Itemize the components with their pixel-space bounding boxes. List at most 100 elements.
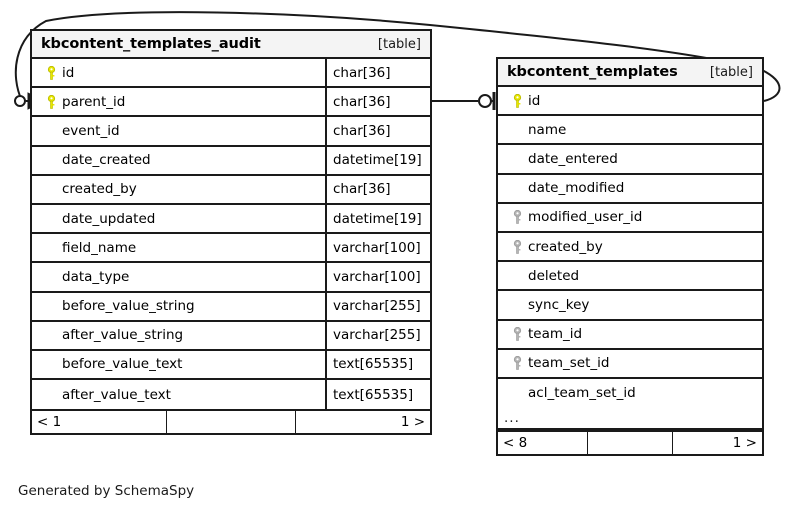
column-list: id char[36] parent_id ch xyxy=(32,59,430,410)
pager-middle-cell xyxy=(165,411,296,434)
column-type: datetime[19] xyxy=(325,204,430,233)
primary-key-icon xyxy=(506,93,528,108)
column-name: date_updated xyxy=(62,210,156,227)
column-name: created_by xyxy=(62,181,137,198)
foreign-key-icon xyxy=(506,327,528,341)
table-row[interactable]: parent_id char[36] xyxy=(32,88,430,118)
table-row[interactable]: date_modified xyxy=(498,175,762,204)
column-name-cell: before_value_string xyxy=(32,293,325,320)
column-name-cell: modified_user_id xyxy=(498,204,762,231)
foreign-key-icon xyxy=(506,239,528,254)
table-row[interactable]: after_value_text text[65535] xyxy=(32,380,430,410)
column-name: before_value_string xyxy=(62,298,195,315)
table-row[interactable]: before_value_string varchar[255] xyxy=(32,292,430,322)
primary-key-icon xyxy=(40,65,62,80)
table-kind-label: [table] xyxy=(709,64,753,80)
column-name-cell: id xyxy=(32,59,325,86)
column-name: created_by xyxy=(528,238,603,255)
column-name: date_created xyxy=(62,152,151,169)
table-title: kbcontent_templates_audit xyxy=(41,36,261,52)
column-name-cell: deleted xyxy=(498,262,762,289)
column-name: modified_user_id xyxy=(528,209,643,226)
column-name: acl_team_set_id xyxy=(528,385,636,402)
pager-prev-button[interactable]: < 1 xyxy=(37,414,62,431)
column-name: parent_id xyxy=(62,93,126,110)
pager-next-button[interactable]: 1 > xyxy=(295,411,430,434)
foreign-key-icon xyxy=(506,210,528,225)
truncated-columns-indicator: ... xyxy=(498,408,762,431)
table-row[interactable]: date_created datetime[19] xyxy=(32,146,430,176)
pager-prev-button[interactable]: < 8 xyxy=(503,435,528,452)
column-name-cell: created_by xyxy=(32,176,325,203)
column-name-cell: field_name xyxy=(32,234,325,261)
column-name-cell: team_id xyxy=(498,321,762,348)
column-name-cell: date_updated xyxy=(32,205,325,232)
column-type: char[36] xyxy=(325,175,430,203)
column-name: deleted xyxy=(528,267,580,284)
column-name: data_type xyxy=(62,268,130,285)
column-name: team_id xyxy=(528,326,583,343)
column-name: team_set_id xyxy=(528,355,610,372)
table-pager: < 1 1 > xyxy=(32,409,430,434)
column-name: date_entered xyxy=(528,150,618,167)
table-row[interactable]: after_value_string varchar[255] xyxy=(32,321,430,351)
column-type: text[65535] xyxy=(325,350,430,379)
column-name-cell: id xyxy=(498,87,762,114)
column-name: event_id xyxy=(62,122,120,139)
column-name: before_value_text xyxy=(62,356,183,373)
column-type: varchar[100] xyxy=(325,263,430,291)
table-row[interactable]: modified_user_id xyxy=(498,204,762,233)
column-name-cell: date_modified xyxy=(498,175,762,202)
column-type: text[65535] xyxy=(325,380,430,410)
pager-next-button[interactable]: 1 > xyxy=(672,432,762,455)
table-row[interactable]: acl_team_set_id xyxy=(498,379,762,408)
table-row[interactable]: before_value_text text[65535] xyxy=(32,350,430,381)
table-row[interactable]: sync_key xyxy=(498,291,762,321)
table-row[interactable]: name xyxy=(498,116,762,146)
column-name-cell: event_id xyxy=(32,117,325,144)
primary-key-icon xyxy=(40,94,62,109)
table-kbcontent-templates[interactable]: kbcontent_templates [table] id xyxy=(496,57,764,457)
table-row[interactable]: team_set_id xyxy=(498,350,762,379)
relationship-straight-audit-parent-id-to-templates-id xyxy=(432,92,496,110)
table-header-kbcontent-templates-audit: kbcontent_templates_audit [table] xyxy=(32,31,430,59)
column-type: varchar[255] xyxy=(325,292,430,320)
table-header-kbcontent-templates: kbcontent_templates [table] xyxy=(498,59,762,87)
column-type: varchar[100] xyxy=(325,234,430,262)
table-row[interactable]: date_updated datetime[19] xyxy=(32,204,430,235)
column-type: char[36] xyxy=(325,88,430,116)
column-name-cell: name xyxy=(498,116,762,143)
column-name-cell: created_by xyxy=(498,233,762,260)
table-row[interactable]: id xyxy=(498,87,762,117)
table-row[interactable]: created_by xyxy=(498,233,762,263)
column-name: date_modified xyxy=(528,180,625,197)
table-row[interactable]: team_id xyxy=(498,321,762,350)
column-name-cell: date_created xyxy=(32,147,325,174)
table-row[interactable]: field_name varchar[100] xyxy=(32,234,430,264)
table-row[interactable]: event_id char[36] xyxy=(32,117,430,147)
column-list: id name date_entered date_modified xyxy=(498,87,762,408)
column-name: after_value_string xyxy=(62,327,184,344)
table-kbcontent-templates-audit[interactable]: kbcontent_templates_audit [table] id xyxy=(30,29,432,436)
table-row[interactable]: id char[36] xyxy=(32,59,430,89)
column-name-cell: sync_key xyxy=(498,291,762,318)
column-name-cell: date_entered xyxy=(498,145,762,172)
table-row[interactable]: date_entered xyxy=(498,145,762,175)
column-name-cell: before_value_text xyxy=(32,351,325,378)
column-name: field_name xyxy=(62,239,137,256)
column-name-cell: after_value_text xyxy=(32,380,325,409)
table-row[interactable]: deleted xyxy=(498,262,762,292)
column-type: char[36] xyxy=(325,117,430,145)
column-name: name xyxy=(528,121,567,138)
column-type: varchar[255] xyxy=(325,321,430,349)
column-name: after_value_text xyxy=(62,386,171,403)
column-name-cell: team_set_id xyxy=(498,350,762,377)
column-name: id xyxy=(528,92,541,109)
column-name-cell: acl_team_set_id xyxy=(498,379,762,408)
table-row[interactable]: created_by char[36] xyxy=(32,175,430,205)
table-row[interactable]: data_type varchar[100] xyxy=(32,263,430,293)
column-name: id xyxy=(62,64,75,81)
column-name-cell: parent_id xyxy=(32,88,325,115)
table-kind-label: [table] xyxy=(377,36,421,52)
